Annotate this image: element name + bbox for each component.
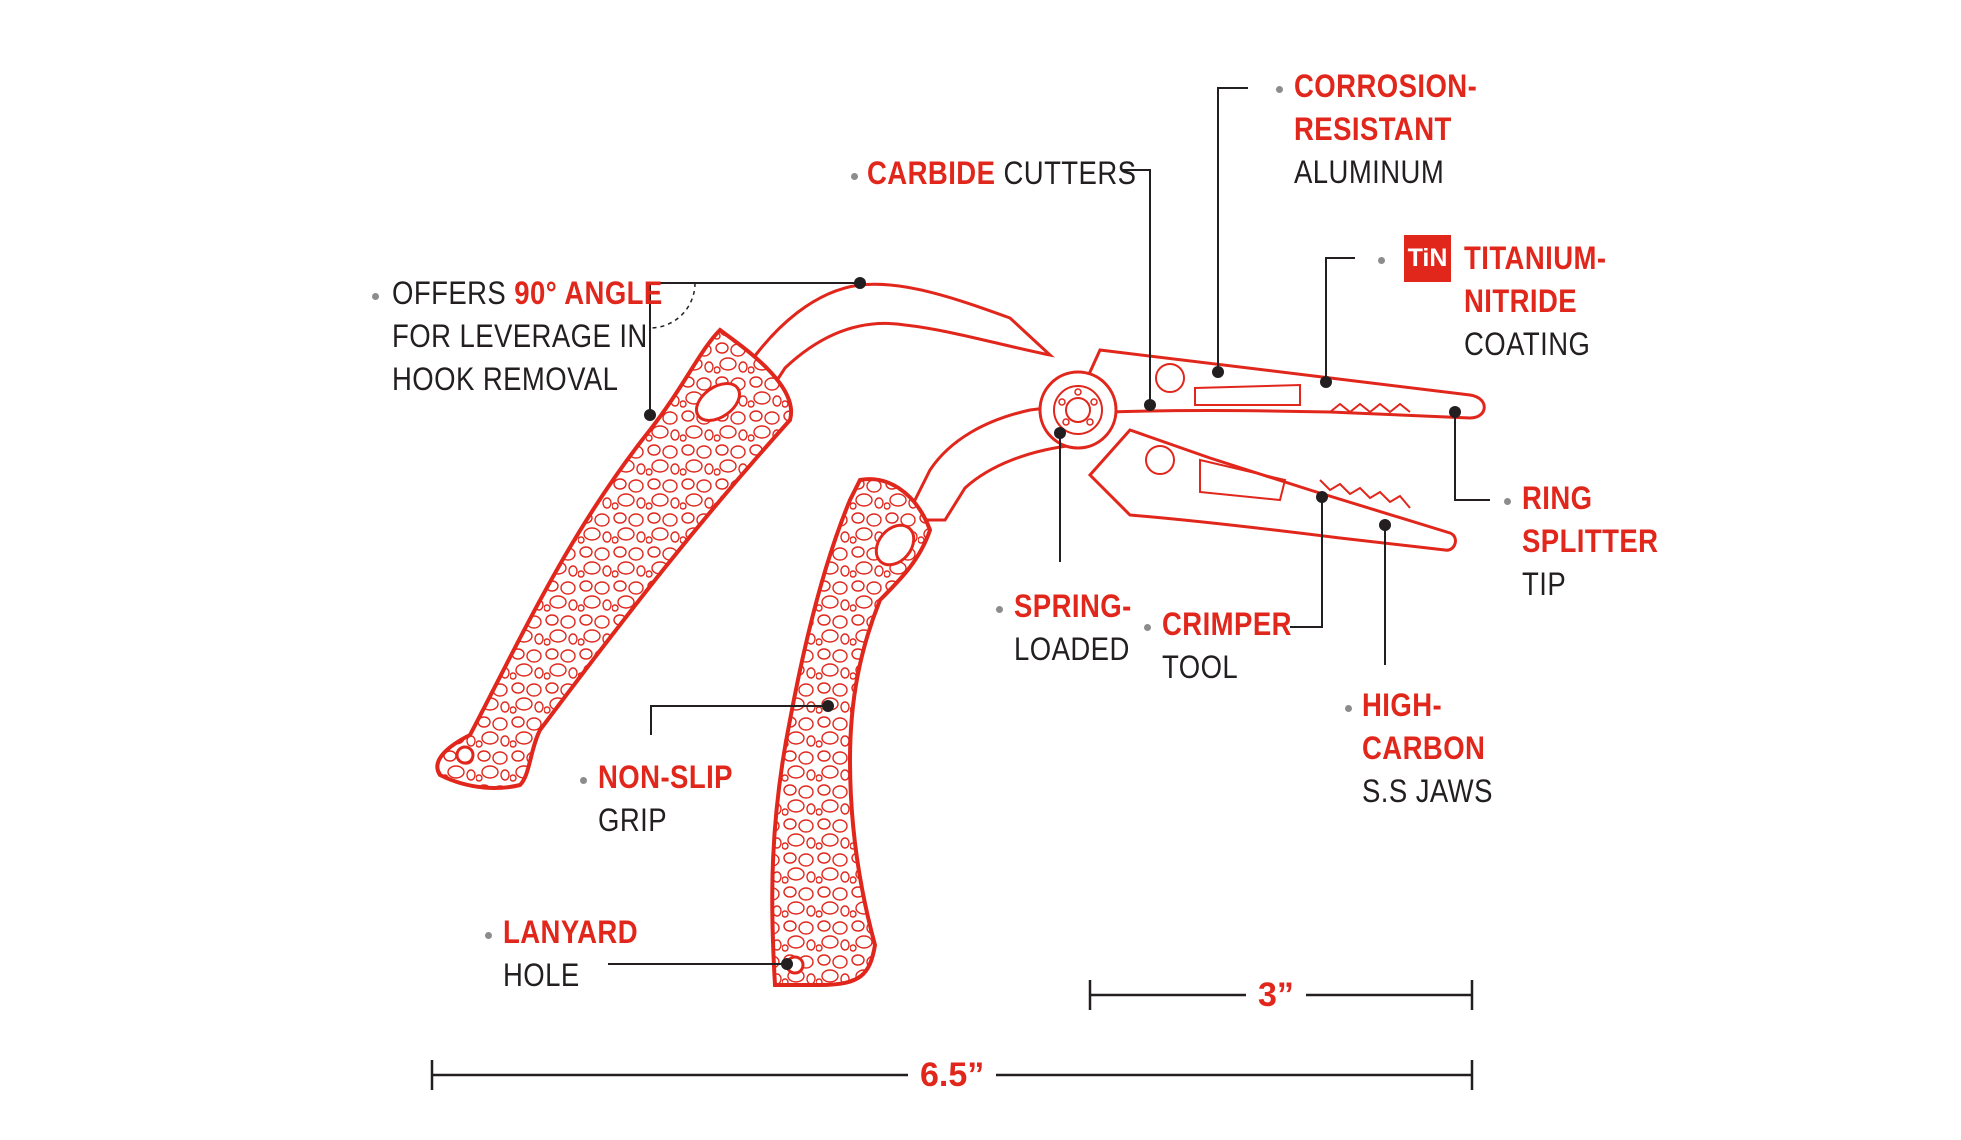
callout-corrosion-resistant: CORROSION- RESISTANT ALUMINUM [1294, 65, 1477, 194]
callout-line: FOR LEVERAGE IN [392, 315, 663, 358]
callout-text: S.S JAWS [1362, 773, 1493, 809]
bullet [996, 606, 1003, 613]
leader-corrosion [1217, 87, 1248, 372]
callout-highlight: NON-SLIP [598, 759, 733, 795]
bullet [1144, 624, 1151, 631]
tin-badge: TiN [1404, 235, 1451, 282]
callout-line: RESISTANT [1294, 108, 1477, 151]
leader-nonslip [650, 705, 828, 735]
callout-highlight: TITANIUM- [1464, 240, 1607, 276]
bullet [372, 293, 379, 300]
upper-arm [732, 282, 1055, 390]
leader-titanium [1325, 257, 1355, 382]
callout-carbide-cutters: CARBIDE CUTTERS [867, 152, 1136, 195]
callout-highlight: CORROSION- [1294, 68, 1478, 104]
callout-highlight: SPLITTER [1522, 523, 1659, 559]
callout-text: LOADED [1014, 631, 1130, 667]
callout-line: CARBIDE CUTTERS [867, 152, 1136, 195]
lower-jaw [1087, 428, 1457, 552]
callout-line: CRIMPER [1162, 603, 1292, 646]
callout-spring-loaded: SPRING- LOADED [1014, 585, 1132, 671]
callout-line: HOOK REMOVAL [392, 358, 663, 401]
callout-text: COATING [1464, 326, 1591, 362]
callout-line: LANYARD [503, 911, 638, 954]
callout-line: CORROSION- [1294, 65, 1477, 108]
callout-line: ALUMINUM [1294, 151, 1477, 194]
callout-line: LOADED [1014, 628, 1132, 671]
callout-ring-splitter: RING SPLITTER TIP [1522, 477, 1658, 606]
left-handle [435, 327, 794, 790]
dimension-label-6-5in: 6.5” [908, 1055, 997, 1095]
leader-ring [1454, 412, 1490, 501]
callout-text: HOOK REMOVAL [392, 361, 619, 397]
bullet [1345, 705, 1352, 712]
callout-text: HOLE [503, 957, 580, 993]
callout-highlight: HIGH- [1362, 687, 1443, 723]
callout-highlight: NITRIDE [1464, 283, 1578, 319]
callout-line: GRIP [598, 799, 733, 842]
right-handle [770, 477, 933, 987]
bullet [1276, 86, 1283, 93]
callout-high-carbon: HIGH- CARBON S.S JAWS [1362, 684, 1493, 813]
upper-jaw [1072, 348, 1486, 420]
dimension-label-3in: 3” [1246, 975, 1306, 1015]
callout-text: TIP [1522, 566, 1567, 602]
callout-line: TIP [1522, 563, 1658, 606]
callout-highlight: 90° ANGLE [514, 275, 663, 311]
bullet [580, 777, 587, 784]
callout-lanyard-hole: LANYARD HOLE [503, 911, 638, 997]
callout-text: FOR LEVERAGE IN [392, 318, 648, 354]
callout-text: GRIP [598, 802, 668, 838]
bullet [485, 932, 492, 939]
callout-text: CUTTERS [995, 155, 1137, 191]
callout-line: HIGH- [1362, 684, 1493, 727]
leader-crimper [1290, 497, 1323, 628]
pivot [1038, 370, 1118, 450]
callout-highlight: CRIMPER [1162, 606, 1292, 642]
callout-line: COATING [1464, 323, 1606, 366]
callout-highlight: SPRING- [1014, 588, 1132, 624]
callout-text: ALUMINUM [1294, 154, 1445, 190]
callout-line: NON-SLIP [598, 756, 733, 799]
callout-highlight: CARBON [1362, 730, 1486, 766]
callout-line: CARBON [1362, 727, 1493, 770]
callout-highlight: RING [1522, 480, 1593, 516]
callout-line: OFFERS 90° ANGLE [392, 272, 663, 315]
callout-line: RING [1522, 477, 1658, 520]
callout-text: OFFERS [392, 275, 515, 311]
callout-titanium-nitride: TITANIUM- NITRIDE COATING [1464, 237, 1606, 366]
bullet [851, 173, 858, 180]
callout-line: HOLE [503, 954, 638, 997]
callout-highlight: CARBIDE [867, 155, 996, 191]
callout-line: SPRING- [1014, 585, 1132, 628]
callout-line: SPLITTER [1522, 520, 1658, 563]
callout-crimper-tool: CRIMPER TOOL [1162, 603, 1292, 689]
callout-text: TOOL [1162, 649, 1239, 685]
callout-line: TOOL [1162, 646, 1292, 689]
callout-non-slip-grip: NON-SLIP GRIP [598, 756, 733, 842]
leader-carbide [1122, 169, 1151, 405]
callout-line: NITRIDE [1464, 280, 1606, 323]
callout-line: S.S JAWS [1362, 770, 1493, 813]
callout-highlight: RESISTANT [1294, 111, 1452, 147]
bullet [1378, 257, 1385, 264]
callout-line: TITANIUM- [1464, 237, 1606, 280]
bullet [1504, 498, 1511, 505]
callout-highlight: LANYARD [503, 914, 639, 950]
